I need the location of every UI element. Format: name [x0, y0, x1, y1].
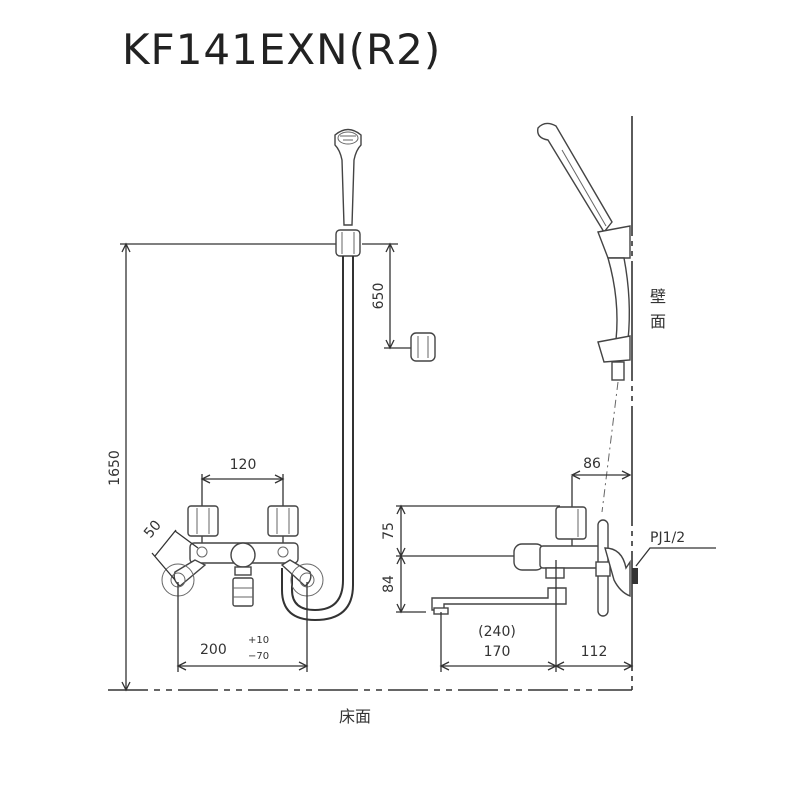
side-view: 壁 面 86	[381, 116, 716, 690]
dim-hook-drop: 650	[362, 242, 412, 350]
dim-inlet-spacing: 200 +10 −70	[176, 582, 309, 672]
faucet-body-side	[431, 506, 638, 617]
dim-86-label: 86	[583, 456, 601, 472]
dim-200-tol-minus: −70	[248, 651, 269, 662]
pipe-thread-callout: PJ1/2	[635, 530, 716, 567]
floor-line: 床面	[108, 689, 632, 726]
dim-wall-to-spout: 112	[554, 644, 634, 671]
hose-inner	[281, 256, 354, 622]
hand-shower-front	[334, 128, 362, 257]
faucet-body-front	[161, 505, 324, 607]
dim-50-label: 50	[141, 517, 165, 541]
dim-spout-length: (240) 170	[439, 560, 558, 672]
dim-75-label: 75	[381, 522, 397, 540]
dim-170-label: 170	[484, 644, 511, 660]
wall-hook	[410, 332, 436, 362]
pipe-thread-nut	[632, 568, 638, 584]
front-view: 1650 650	[107, 128, 436, 692]
wall-label-2: 面	[650, 312, 666, 331]
dim-handle-spacing: 120	[200, 457, 285, 552]
hose-outer	[291, 256, 344, 612]
dim-leg-offset: 50	[141, 517, 199, 581]
dim-200-label: 200	[200, 642, 227, 658]
dim-120-label: 120	[230, 457, 257, 473]
dim-1650-label: 1650	[107, 450, 123, 486]
hand-shower-side	[537, 122, 631, 381]
pj-label: PJ1/2	[650, 530, 685, 546]
dim-650-label: 650	[371, 283, 387, 310]
dim-200-tol-plus: +10	[248, 635, 269, 646]
dim-84-label: 84	[381, 575, 397, 593]
floor-surface-label: 床面	[339, 707, 371, 726]
dim-112-label: 112	[581, 644, 608, 660]
dim-total-height: 1650	[107, 242, 360, 692]
dim-240-label: (240)	[478, 624, 516, 640]
wall-label-1: 壁	[650, 287, 666, 306]
hose-path	[601, 381, 619, 513]
model-title: KF141EXN(R2)	[122, 25, 442, 74]
